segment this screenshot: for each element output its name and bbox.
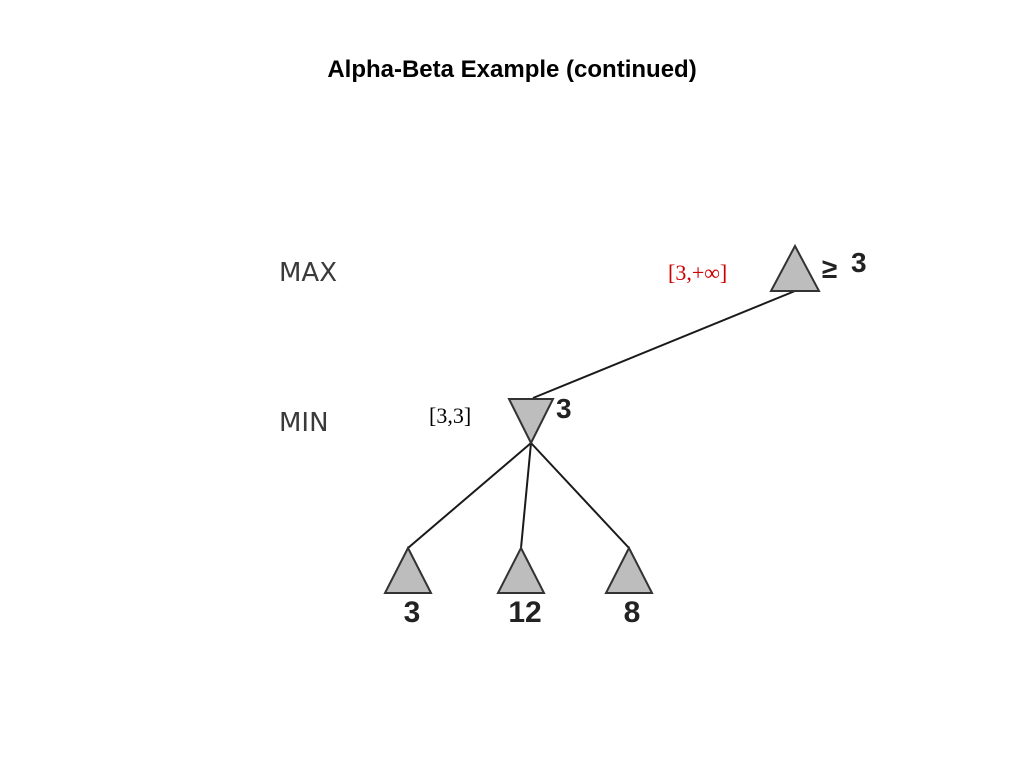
leaf-value-1: 3 xyxy=(404,596,421,629)
min-node-value: 3 xyxy=(556,393,572,424)
leaf-triangle-2 xyxy=(496,545,546,594)
leaf-value-3: 8 xyxy=(624,596,641,629)
page-title: Alpha-Beta Example (continued) xyxy=(327,56,697,83)
leaf-triangle-1 xyxy=(383,545,433,594)
root-bound-symbol: ≥ xyxy=(822,253,837,284)
root-interval: [3,+∞] xyxy=(668,260,727,285)
max-node-triangle xyxy=(769,243,821,292)
min-node-triangle xyxy=(507,398,555,446)
edge-root-min xyxy=(532,290,796,399)
edge-min-leaf-1 xyxy=(407,442,532,549)
root-value: 3 xyxy=(851,247,867,278)
leaf-value-2: 12 xyxy=(508,596,541,629)
min-level-label: MIN xyxy=(279,408,329,438)
min-interval: [3,3] xyxy=(429,403,471,428)
leaf-triangle-3 xyxy=(604,545,654,594)
edge-min-leaf-2 xyxy=(520,442,532,549)
edge-min-leaf-3 xyxy=(530,442,630,549)
max-level-label: MAX xyxy=(279,258,337,288)
